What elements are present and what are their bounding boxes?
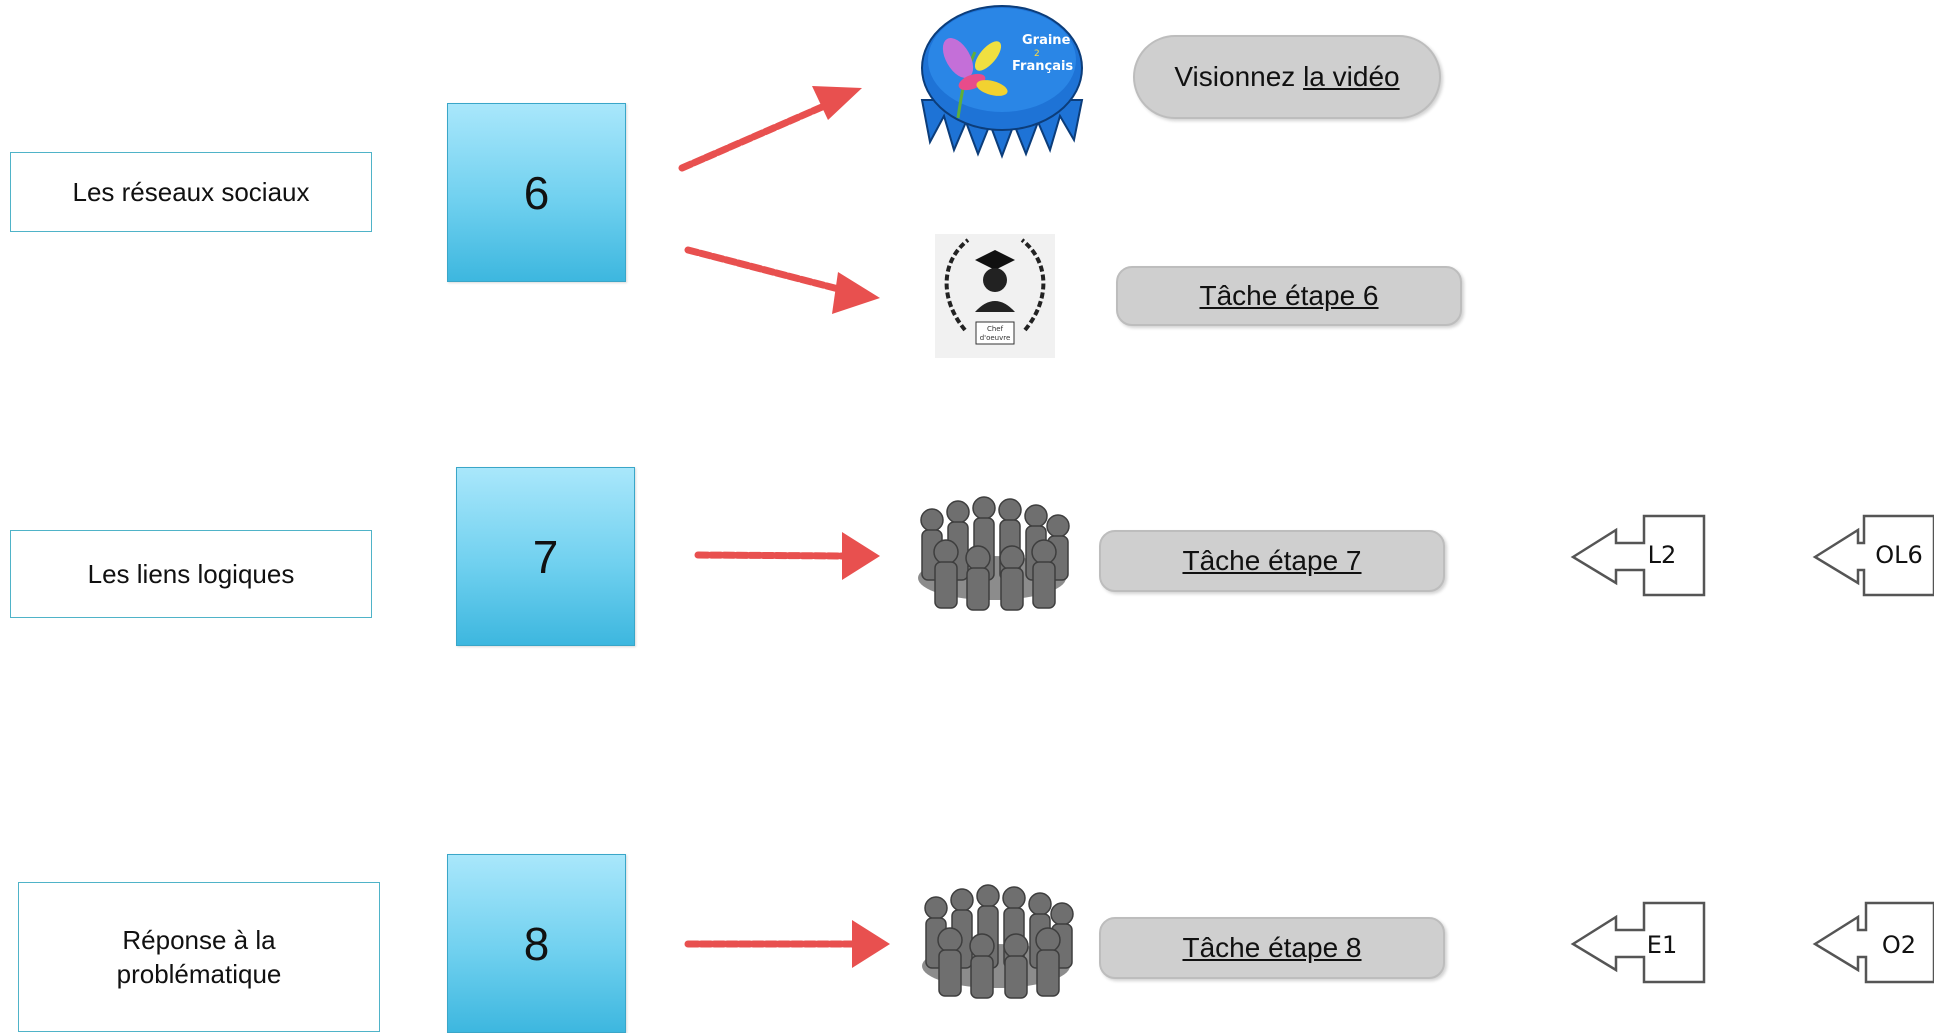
video-link[interactable]: la vidéo xyxy=(1303,61,1400,92)
code-label-OL6: OL6 xyxy=(1875,541,1923,569)
group-people-icon xyxy=(922,884,1074,999)
graine-badge-icon: Graine 2 Français xyxy=(920,5,1084,159)
video-button[interactable]: Visionnez la vidéo xyxy=(1133,35,1441,119)
badge-text-bottom: Français xyxy=(1012,59,1073,74)
topic-box-liens: Les liens logiques xyxy=(10,530,372,618)
task-6-link[interactable]: Tâche étape 6 xyxy=(1199,280,1379,311)
step-number: 8 xyxy=(523,917,550,970)
arrow-row6-down xyxy=(684,246,880,314)
topic-box-reponse: Réponse à la problématique xyxy=(18,882,380,1032)
callout-L2-shape xyxy=(1570,514,1706,597)
step-box-6: 6 xyxy=(447,103,626,282)
arrow-row7 xyxy=(694,532,880,580)
step-box-7: 7 xyxy=(456,467,635,646)
topic-label: Les liens logiques xyxy=(87,559,295,589)
topic-box-reseaux: Les réseaux sociaux xyxy=(10,152,372,232)
arrow-row8 xyxy=(684,920,890,968)
certificate-line2: d'oeuvre xyxy=(980,334,1011,342)
badge-text-top: Graine xyxy=(1022,33,1071,48)
code-label-L2: L2 xyxy=(1647,541,1677,569)
topic-label-line2: problématique xyxy=(116,959,282,989)
graduate-laurel-icon: Chef d'oeuvre xyxy=(935,234,1055,358)
badge-text-mid: 2 xyxy=(1034,49,1040,59)
code-label-O2: O2 xyxy=(1881,931,1917,959)
code-label-E1: E1 xyxy=(1646,931,1678,959)
task-8-button[interactable]: Tâche étape 8 xyxy=(1099,917,1445,979)
callout-O2-shape xyxy=(1812,901,1934,984)
arrow-row6-up xyxy=(678,86,862,172)
certificate-line1: Chef xyxy=(987,325,1004,333)
topic-label: Les réseaux sociaux xyxy=(72,177,310,207)
task-8-link[interactable]: Tâche étape 8 xyxy=(1182,932,1362,963)
callout-E1-shape xyxy=(1570,901,1706,984)
task-7-link[interactable]: Tâche étape 7 xyxy=(1182,545,1362,576)
video-button-prefix: Visionnez xyxy=(1174,61,1304,92)
step-box-8: 8 xyxy=(447,854,626,1033)
topic-label-line1: Réponse à la xyxy=(122,925,276,955)
callout-OL6-shape xyxy=(1812,514,1934,597)
group-people-icon xyxy=(918,496,1070,611)
task-6-button[interactable]: Tâche étape 6 xyxy=(1116,266,1462,326)
task-7-button[interactable]: Tâche étape 7 xyxy=(1099,530,1445,592)
step-number: 7 xyxy=(532,530,559,583)
step-number: 6 xyxy=(523,166,550,219)
